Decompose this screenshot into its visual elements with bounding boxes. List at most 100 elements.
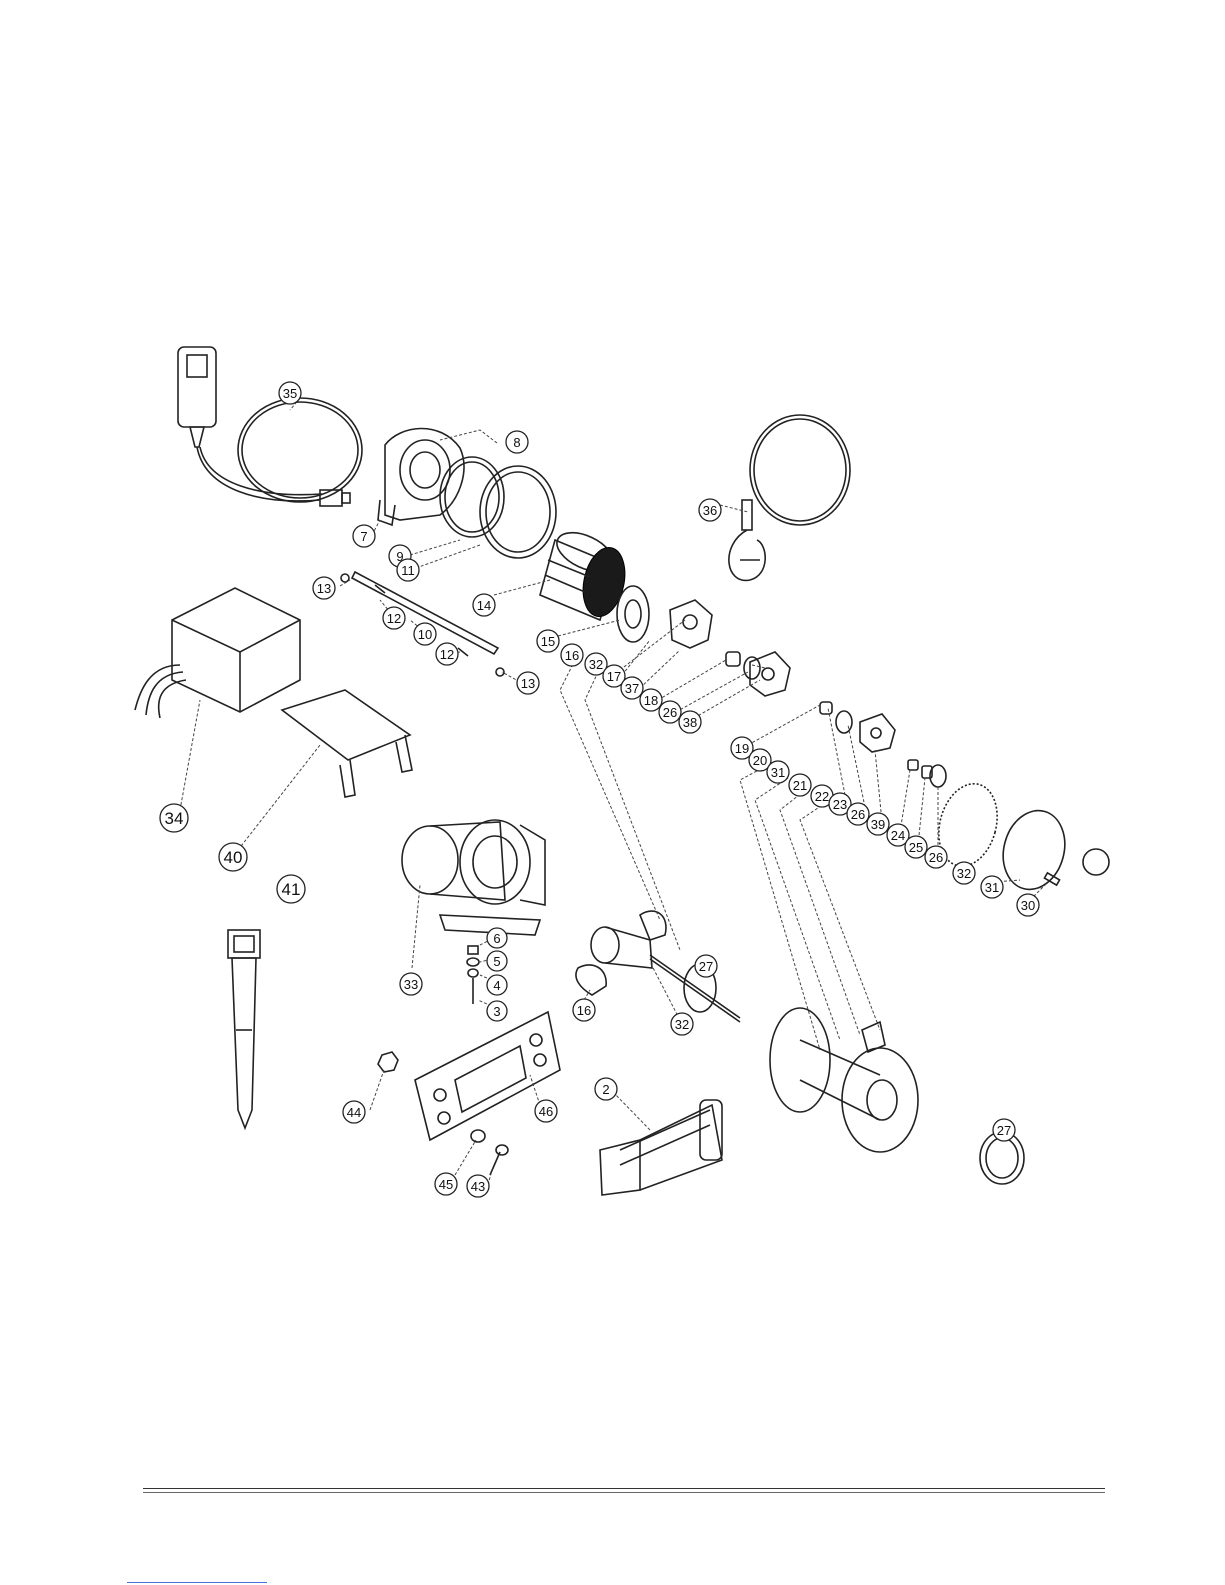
svg-text:22: 22 (815, 789, 829, 804)
bottom-link-underline[interactable] (127, 1582, 267, 1583)
svg-text:24: 24 (891, 828, 905, 843)
footer-rule (143, 1488, 1105, 1489)
gasket-rings (440, 457, 556, 558)
callout-38: 38 (679, 711, 701, 733)
svg-text:23: 23 (833, 797, 847, 812)
callout-14: 14 (473, 594, 495, 616)
svg-text:32: 32 (957, 866, 971, 881)
planetary-gear-set (617, 586, 895, 752)
svg-text:5: 5 (493, 954, 500, 969)
callout-35: 35 (279, 382, 301, 404)
svg-text:30: 30 (1021, 898, 1035, 913)
svg-text:46: 46 (539, 1104, 553, 1119)
svg-text:36: 36 (703, 503, 717, 518)
svg-text:44: 44 (347, 1105, 361, 1120)
callout-25: 25 (905, 836, 927, 858)
svg-text:13: 13 (521, 676, 535, 691)
remote-control-pendant (178, 347, 362, 506)
svg-text:12: 12 (440, 647, 454, 662)
callout-39: 39 (867, 813, 889, 835)
svg-text:26: 26 (663, 705, 677, 720)
callout-32b: 32 (953, 862, 975, 884)
svg-text:31: 31 (985, 880, 999, 895)
svg-text:43: 43 (471, 1179, 485, 1194)
svg-text:18: 18 (644, 693, 658, 708)
callout-6: 6 (487, 928, 507, 948)
svg-text:15: 15 (541, 634, 555, 649)
callout-31a: 31 (767, 761, 789, 783)
callout-26a: 26 (659, 701, 681, 723)
callout-12b: 12 (436, 643, 458, 665)
svg-text:27: 27 (699, 959, 713, 974)
callout-12a: 12 (383, 607, 405, 629)
svg-text:16: 16 (565, 648, 579, 663)
hawse-fairlead (378, 1012, 560, 1175)
callout-2: 2 (595, 1078, 617, 1100)
callout-45: 45 (435, 1173, 457, 1195)
svg-text:35: 35 (283, 386, 297, 401)
callout-10: 10 (414, 623, 436, 645)
callout-43: 43 (467, 1175, 489, 1197)
callout-4: 4 (487, 975, 507, 995)
callout-44: 44 (343, 1101, 365, 1123)
wire-rope-with-hook (729, 415, 850, 580)
svg-text:4: 4 (493, 978, 500, 993)
callout-27a: 27 (695, 955, 717, 977)
svg-text:25: 25 (909, 840, 923, 855)
bolt-stack (467, 946, 479, 1004)
callout-34: 34 (160, 804, 188, 832)
footer-rule-secondary (143, 1492, 1105, 1493)
cable-strap (228, 930, 260, 1128)
control-box (135, 588, 300, 718)
callout-37: 37 (621, 677, 643, 699)
callout-18: 18 (640, 689, 662, 711)
svg-text:17: 17 (607, 669, 621, 684)
callout-26c: 26 (925, 846, 947, 868)
svg-text:21: 21 (793, 778, 807, 793)
svg-text:12: 12 (387, 611, 401, 626)
svg-text:40: 40 (224, 848, 243, 867)
callout-46: 46 (535, 1100, 557, 1122)
callout-36: 36 (699, 499, 721, 521)
callout-31b: 31 (981, 876, 1003, 898)
svg-text:11: 11 (401, 563, 415, 578)
svg-text:39: 39 (871, 817, 885, 832)
svg-text:41: 41 (282, 880, 301, 899)
callout-26b: 26 (847, 803, 869, 825)
svg-text:32: 32 (675, 1017, 689, 1032)
callout-11: 11 (397, 559, 419, 581)
end-cap-parts (930, 777, 1109, 1184)
end-housing (378, 428, 464, 525)
callout-15: 15 (537, 630, 559, 652)
svg-text:7: 7 (360, 529, 367, 544)
svg-text:14: 14 (477, 598, 491, 613)
leader-lines (180, 398, 1048, 1185)
svg-text:8: 8 (513, 435, 520, 450)
svg-text:2: 2 (602, 1082, 609, 1097)
roller-fairlead (600, 1100, 722, 1195)
callout-16a: 16 (561, 644, 583, 666)
callout-13a: 13 (313, 577, 335, 599)
callout-30: 30 (1017, 894, 1039, 916)
callout-41: 41 (277, 875, 305, 903)
svg-text:20: 20 (753, 753, 767, 768)
winch-motor (402, 820, 545, 935)
svg-text:34: 34 (165, 809, 184, 828)
svg-text:37: 37 (625, 681, 639, 696)
svg-text:3: 3 (493, 1004, 500, 1019)
svg-text:45: 45 (439, 1177, 453, 1192)
callout-8: 8 (506, 431, 528, 453)
callout-16b: 16 (573, 999, 595, 1021)
svg-text:38: 38 (683, 715, 697, 730)
cable-drum (770, 1008, 918, 1152)
callout-7: 7 (353, 525, 375, 547)
svg-text:26: 26 (851, 807, 865, 822)
callout-33: 33 (400, 973, 422, 995)
callout-32c: 32 (671, 1013, 693, 1035)
callout-27b: 27 (993, 1119, 1015, 1141)
callout-3: 3 (487, 1001, 507, 1021)
callout-5: 5 (487, 951, 507, 971)
callout-21: 21 (789, 774, 811, 796)
